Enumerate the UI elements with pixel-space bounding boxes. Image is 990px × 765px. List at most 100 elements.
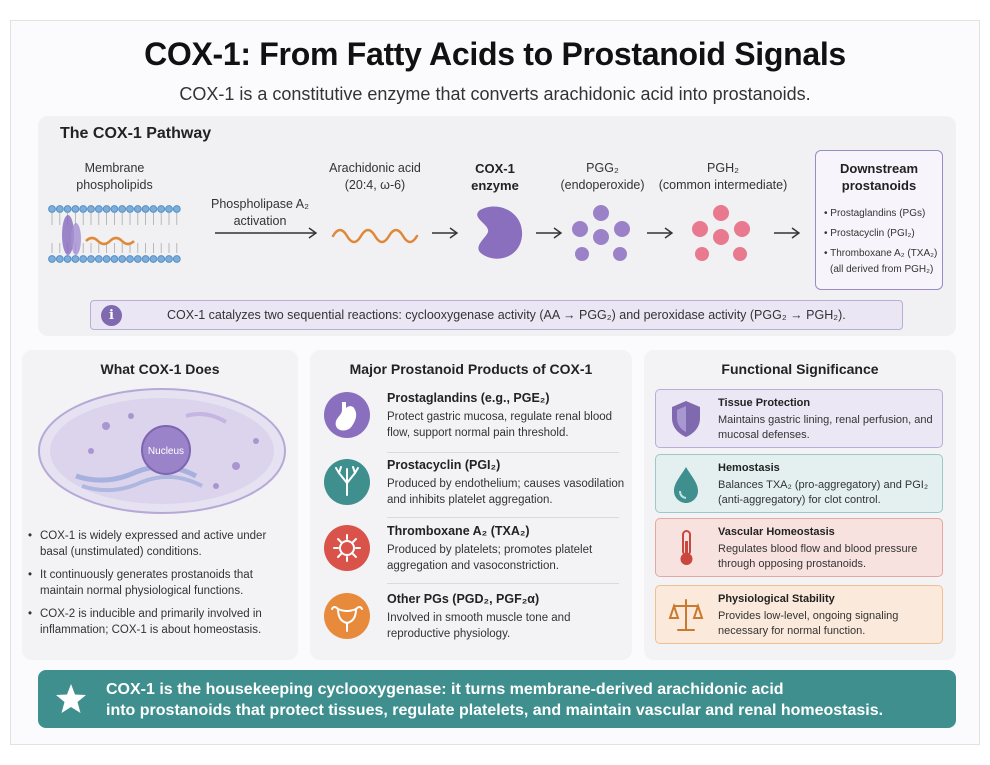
lipid-head bbox=[79, 205, 88, 213]
lipid-head bbox=[126, 205, 134, 213]
summary-text: COX-1 is the housekeeping cyclooxygenase… bbox=[106, 681, 884, 719]
lipid-head bbox=[118, 205, 127, 213]
lipid-head bbox=[102, 255, 111, 263]
product-title: Thromboxane A₂ (TXA₂) bbox=[387, 524, 530, 538]
info-banner: i COX-1 catalyzes two sequential reactio… bbox=[90, 300, 903, 330]
product-item-prostaglandins: Prostaglandins (e.g., PGE₂) Protect gast… bbox=[324, 388, 624, 454]
product-title: Other PGs (PGD₂, PGF₂α) bbox=[387, 592, 540, 606]
significance-card-tissue-protection: Tissue Protection Maintains gastric lini… bbox=[655, 389, 943, 448]
product-icon-circle bbox=[324, 392, 370, 438]
lipid-head bbox=[87, 255, 95, 263]
lipid-head bbox=[48, 205, 56, 213]
enzyme-icon bbox=[477, 206, 523, 259]
lipid-head bbox=[126, 255, 134, 263]
lipid-head bbox=[141, 255, 150, 263]
product-title: Prostacyclin (PGI₂) bbox=[387, 458, 501, 472]
vessel-tree-icon bbox=[335, 466, 359, 496]
card-title: Tissue Protection bbox=[718, 397, 811, 409]
lipid-head bbox=[157, 255, 166, 263]
platelet-icon bbox=[333, 534, 361, 562]
card-desc: Provides low-level, ongoing signaling ne… bbox=[718, 610, 899, 637]
info-text: COX-1 catalyzes two sequential reactions… bbox=[167, 308, 846, 322]
star-icon bbox=[56, 684, 86, 713]
lipid-head bbox=[149, 205, 158, 213]
uterus-icon bbox=[331, 606, 363, 632]
lipid-head bbox=[141, 205, 150, 213]
pathway-heading: The COX-1 Pathway bbox=[60, 125, 212, 142]
pgg2-label: PGG₂(endoperoxide) bbox=[560, 161, 645, 192]
panel-heading: Major Prostanoid Products of COX-1 bbox=[349, 361, 593, 377]
card-desc: Balances TXA₂ (pro-aggregatory) and PGI₂… bbox=[718, 479, 929, 506]
lipid-head bbox=[165, 205, 173, 213]
card-title: Vascular Homeostasis bbox=[718, 526, 835, 538]
product-title: Prostaglandins (e.g., PGE₂) bbox=[387, 391, 550, 405]
panel-heading: What COX-1 Does bbox=[100, 361, 220, 377]
lipid-head bbox=[71, 205, 80, 213]
card-title: Physiological Stability bbox=[718, 593, 835, 605]
info-icon: i bbox=[101, 305, 122, 326]
product-item-thromboxane: Thromboxane A₂ (TXA₂) Produced by platel… bbox=[324, 521, 624, 587]
product-icon-circle bbox=[324, 459, 370, 505]
lipid-head bbox=[71, 255, 80, 263]
product-desc: Produced by platelets; promotes platelet… bbox=[387, 544, 593, 572]
divider bbox=[387, 583, 619, 584]
summary-banner: COX-1 is the housekeeping cyclooxygenase… bbox=[38, 670, 956, 728]
product-desc: Produced by endothelium; causes vasodila… bbox=[387, 478, 625, 506]
page-subtitle: COX-1 is a constitutive enzyme that conv… bbox=[179, 84, 811, 104]
fatty-acid-chain-icon bbox=[331, 228, 419, 244]
lipid-head bbox=[55, 205, 64, 213]
thermometer-icon bbox=[680, 530, 693, 565]
panel-heading: Functional Significance bbox=[721, 361, 879, 377]
lipid-head bbox=[94, 255, 103, 263]
arrow-right-icon bbox=[774, 227, 801, 239]
list-item: • Prostacyclin (PGI₂) bbox=[824, 228, 915, 239]
lipid-head bbox=[55, 255, 64, 263]
blood-drop-icon bbox=[674, 467, 698, 503]
divider bbox=[387, 517, 619, 518]
list-item: COX-2 is inducible and primarily involve… bbox=[28, 606, 288, 638]
balance-scale-icon bbox=[668, 599, 704, 631]
arrow-right-icon bbox=[647, 227, 674, 239]
lipid-head bbox=[102, 205, 111, 213]
lipid-head bbox=[133, 255, 142, 263]
page-title: COX-1: From Fatty Acids to Prostanoid Si… bbox=[144, 36, 846, 72]
lipid-head bbox=[172, 205, 181, 213]
product-item-other-pgs: Other PGs (PGD₂, PGF₂α) Involved in smoo… bbox=[324, 589, 624, 655]
pgg2-molecules-icon bbox=[572, 205, 630, 261]
significance-card-hemostasis: Hemostasis Balances TXA₂ (pro-aggregator… bbox=[655, 454, 943, 513]
arrow-right-icon bbox=[536, 227, 563, 239]
significance-card-vascular-homeostasis: Vascular Homeostasis Regulates blood flo… bbox=[655, 518, 943, 577]
divider bbox=[387, 452, 619, 453]
arachidonic-acid-label: Arachidonic acid(20:4, ω-6) bbox=[329, 161, 421, 192]
product-desc: Protect gastric mucosa, regulate renal b… bbox=[387, 411, 613, 439]
lipid-head bbox=[63, 255, 72, 263]
what-cox1-does-bullets: COX-1 is widely expressed and active und… bbox=[28, 528, 288, 645]
list-item: COX-1 is widely expressed and active und… bbox=[28, 528, 288, 560]
arrow-right-icon bbox=[215, 227, 318, 239]
downstream-note: (all derived from PGH₂) bbox=[830, 264, 934, 275]
downstream-list: • Prostaglandins (PGs) • Prostacyclin (P… bbox=[816, 204, 942, 264]
lipid-head bbox=[110, 205, 119, 213]
lipid-head bbox=[172, 255, 181, 263]
card-desc: Maintains gastric lining, renal perfusio… bbox=[718, 414, 933, 441]
shield-icon bbox=[672, 401, 700, 437]
membrane-bilayer-icon bbox=[48, 205, 181, 263]
lipid-head bbox=[63, 205, 72, 213]
arrow-right-icon bbox=[432, 227, 459, 239]
product-icon-circle bbox=[324, 525, 370, 571]
lipid-head bbox=[118, 255, 127, 263]
list-item: It continuously generates prostanoids th… bbox=[28, 567, 288, 599]
pgh2-label: PGH₂(common intermediate) bbox=[658, 161, 788, 192]
significance-card-physiological-stability: Physiological Stability Provides low-lev… bbox=[655, 585, 943, 644]
product-item-prostacyclin: Prostacyclin (PGI₂) Produced by endothel… bbox=[324, 455, 624, 521]
lipid-head bbox=[110, 255, 119, 263]
stomach-icon bbox=[335, 402, 357, 431]
lipid-head bbox=[133, 205, 142, 213]
lipid-head bbox=[48, 255, 56, 263]
card-desc: Regulates blood flow and blood pressure … bbox=[718, 543, 918, 570]
list-item: • Thromboxane A₂ (TXA₂) bbox=[824, 248, 938, 259]
